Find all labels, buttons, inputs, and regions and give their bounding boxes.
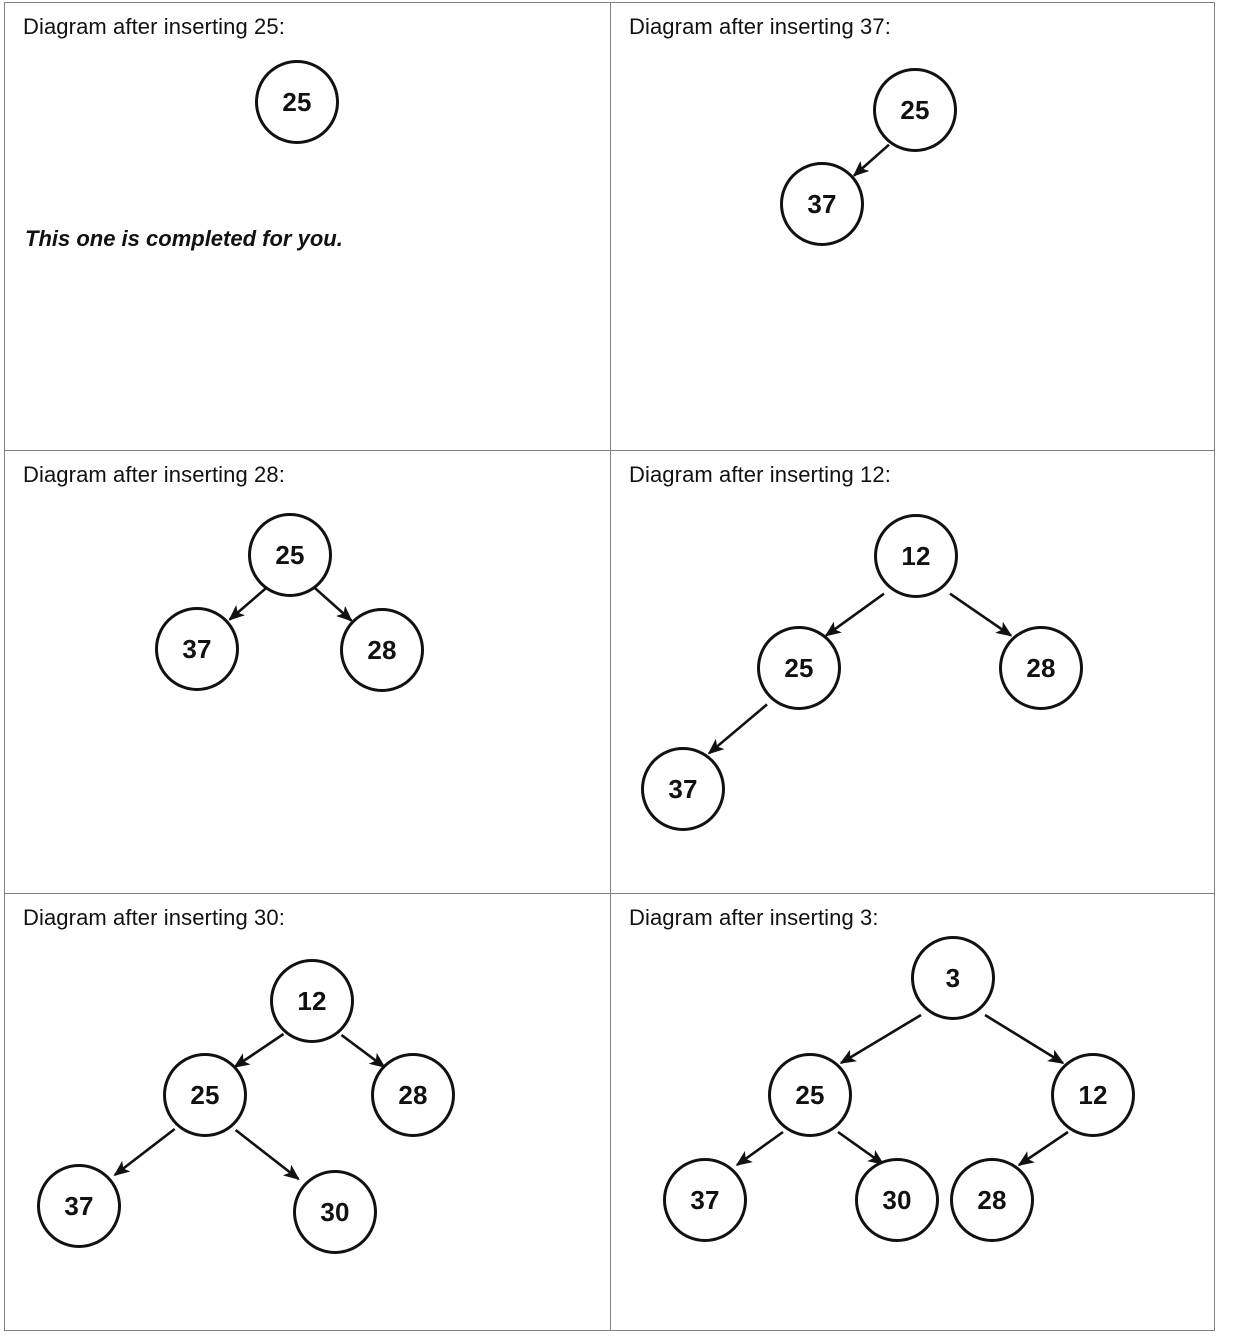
tree-edge-arrow bbox=[824, 592, 885, 637]
tree-edge-arrow bbox=[228, 586, 268, 621]
tree-node-label: 28 bbox=[367, 634, 397, 665]
tree-edge-arrow bbox=[984, 1013, 1065, 1065]
worksheet-cell-insert-3: Diagram after inserting 3: 3 25 12 37 30 28 bbox=[611, 894, 1214, 1330]
tree-edge-arrow bbox=[949, 592, 1013, 637]
worksheet-cell-insert-25: Diagram after inserting 25: This one is … bbox=[5, 3, 611, 451]
tree-node-label: 12 bbox=[901, 540, 931, 571]
tree-node-30: 30 bbox=[293, 1170, 377, 1254]
tree-node-label: 3 bbox=[945, 962, 961, 993]
tree-node-label: 25 bbox=[784, 652, 814, 683]
worksheet-cell-insert-28: Diagram after inserting 28: 25 37 28 bbox=[5, 451, 611, 894]
tree-node-28: 28 bbox=[950, 1158, 1034, 1242]
tree-edge-arrow bbox=[313, 586, 353, 622]
tree-node-label: 25 bbox=[900, 94, 930, 125]
tree-edge-arrow bbox=[1017, 1130, 1069, 1167]
tree-node-28: 28 bbox=[371, 1053, 455, 1137]
tree-node-12: 12 bbox=[1051, 1053, 1135, 1137]
tree-node-label: 25 bbox=[275, 539, 305, 570]
tree-node-3: 3 bbox=[911, 936, 995, 1020]
tree-node-37: 37 bbox=[37, 1164, 121, 1248]
worksheet-cell-insert-30: Diagram after inserting 30: 12 25 28 37 30 bbox=[5, 894, 611, 1330]
tree-node-25: 25 bbox=[163, 1053, 247, 1137]
tree-edge-arrow bbox=[837, 1130, 885, 1166]
tree-edge-arrow bbox=[340, 1033, 386, 1069]
tree-node-30: 30 bbox=[855, 1158, 939, 1242]
worksheet-cell-insert-37: Diagram after inserting 37: 25 37 bbox=[611, 3, 1214, 451]
tree-node-25: 25 bbox=[255, 60, 339, 144]
tree-node-label: 28 bbox=[977, 1184, 1007, 1215]
tree-node-25: 25 bbox=[873, 68, 957, 152]
tree-node-25: 25 bbox=[757, 626, 841, 710]
tree-edge-arrow bbox=[113, 1127, 176, 1177]
tree-node-label: 25 bbox=[190, 1079, 220, 1110]
cell-note-completed-for-you: This one is completed for you. bbox=[25, 226, 343, 251]
tree-node-label: 28 bbox=[398, 1079, 428, 1110]
tree-node-37: 37 bbox=[155, 607, 239, 691]
tree-node-label: 25 bbox=[795, 1079, 825, 1110]
bst-worksheet-table: Diagram after inserting 25: This one is … bbox=[4, 2, 1215, 1331]
tree-node-25: 25 bbox=[248, 513, 332, 597]
tree-node-12: 12 bbox=[270, 959, 354, 1043]
tree-node-28: 28 bbox=[340, 608, 424, 692]
tree-node-label: 37 bbox=[182, 633, 212, 664]
cell-title-insert-30: Diagram after inserting 30: bbox=[23, 905, 285, 930]
tree-node-label: 37 bbox=[668, 773, 698, 804]
tree-node-28: 28 bbox=[999, 626, 1083, 710]
tree-edge-arrow bbox=[707, 703, 768, 755]
tree-edge-arrow bbox=[852, 143, 890, 177]
tree-edge-arrow bbox=[839, 1013, 922, 1065]
tree-node-label: 28 bbox=[1026, 652, 1056, 683]
cell-title-insert-37: Diagram after inserting 37: bbox=[629, 14, 891, 39]
tree-node-label: 12 bbox=[1078, 1079, 1108, 1110]
tree-node-label: 37 bbox=[64, 1190, 94, 1221]
tree-edge-arrow bbox=[233, 1032, 285, 1069]
tree-node-label: 30 bbox=[882, 1184, 912, 1215]
tree-node-label: 37 bbox=[690, 1184, 720, 1215]
tree-node-37: 37 bbox=[780, 162, 864, 246]
cell-title-insert-12: Diagram after inserting 12: bbox=[629, 462, 891, 487]
tree-edge-arrow bbox=[234, 1128, 300, 1181]
cell-title-insert-25: Diagram after inserting 25: bbox=[23, 14, 285, 39]
tree-node-12: 12 bbox=[874, 514, 958, 598]
tree-node-37: 37 bbox=[663, 1158, 747, 1242]
tree-node-label: 37 bbox=[807, 188, 837, 219]
tree-node-37: 37 bbox=[641, 747, 725, 831]
tree-node-label: 30 bbox=[320, 1196, 350, 1227]
cell-title-insert-28: Diagram after inserting 28: bbox=[23, 462, 285, 487]
cell-title-insert-3: Diagram after inserting 3: bbox=[629, 905, 879, 930]
tree-node-label: 12 bbox=[297, 985, 327, 1016]
worksheet-cell-insert-12: Diagram after inserting 12: 12 25 28 37 bbox=[611, 451, 1214, 894]
tree-node-25: 25 bbox=[768, 1053, 852, 1137]
tree-node-label: 25 bbox=[282, 86, 312, 117]
tree-edge-arrow bbox=[735, 1130, 784, 1167]
